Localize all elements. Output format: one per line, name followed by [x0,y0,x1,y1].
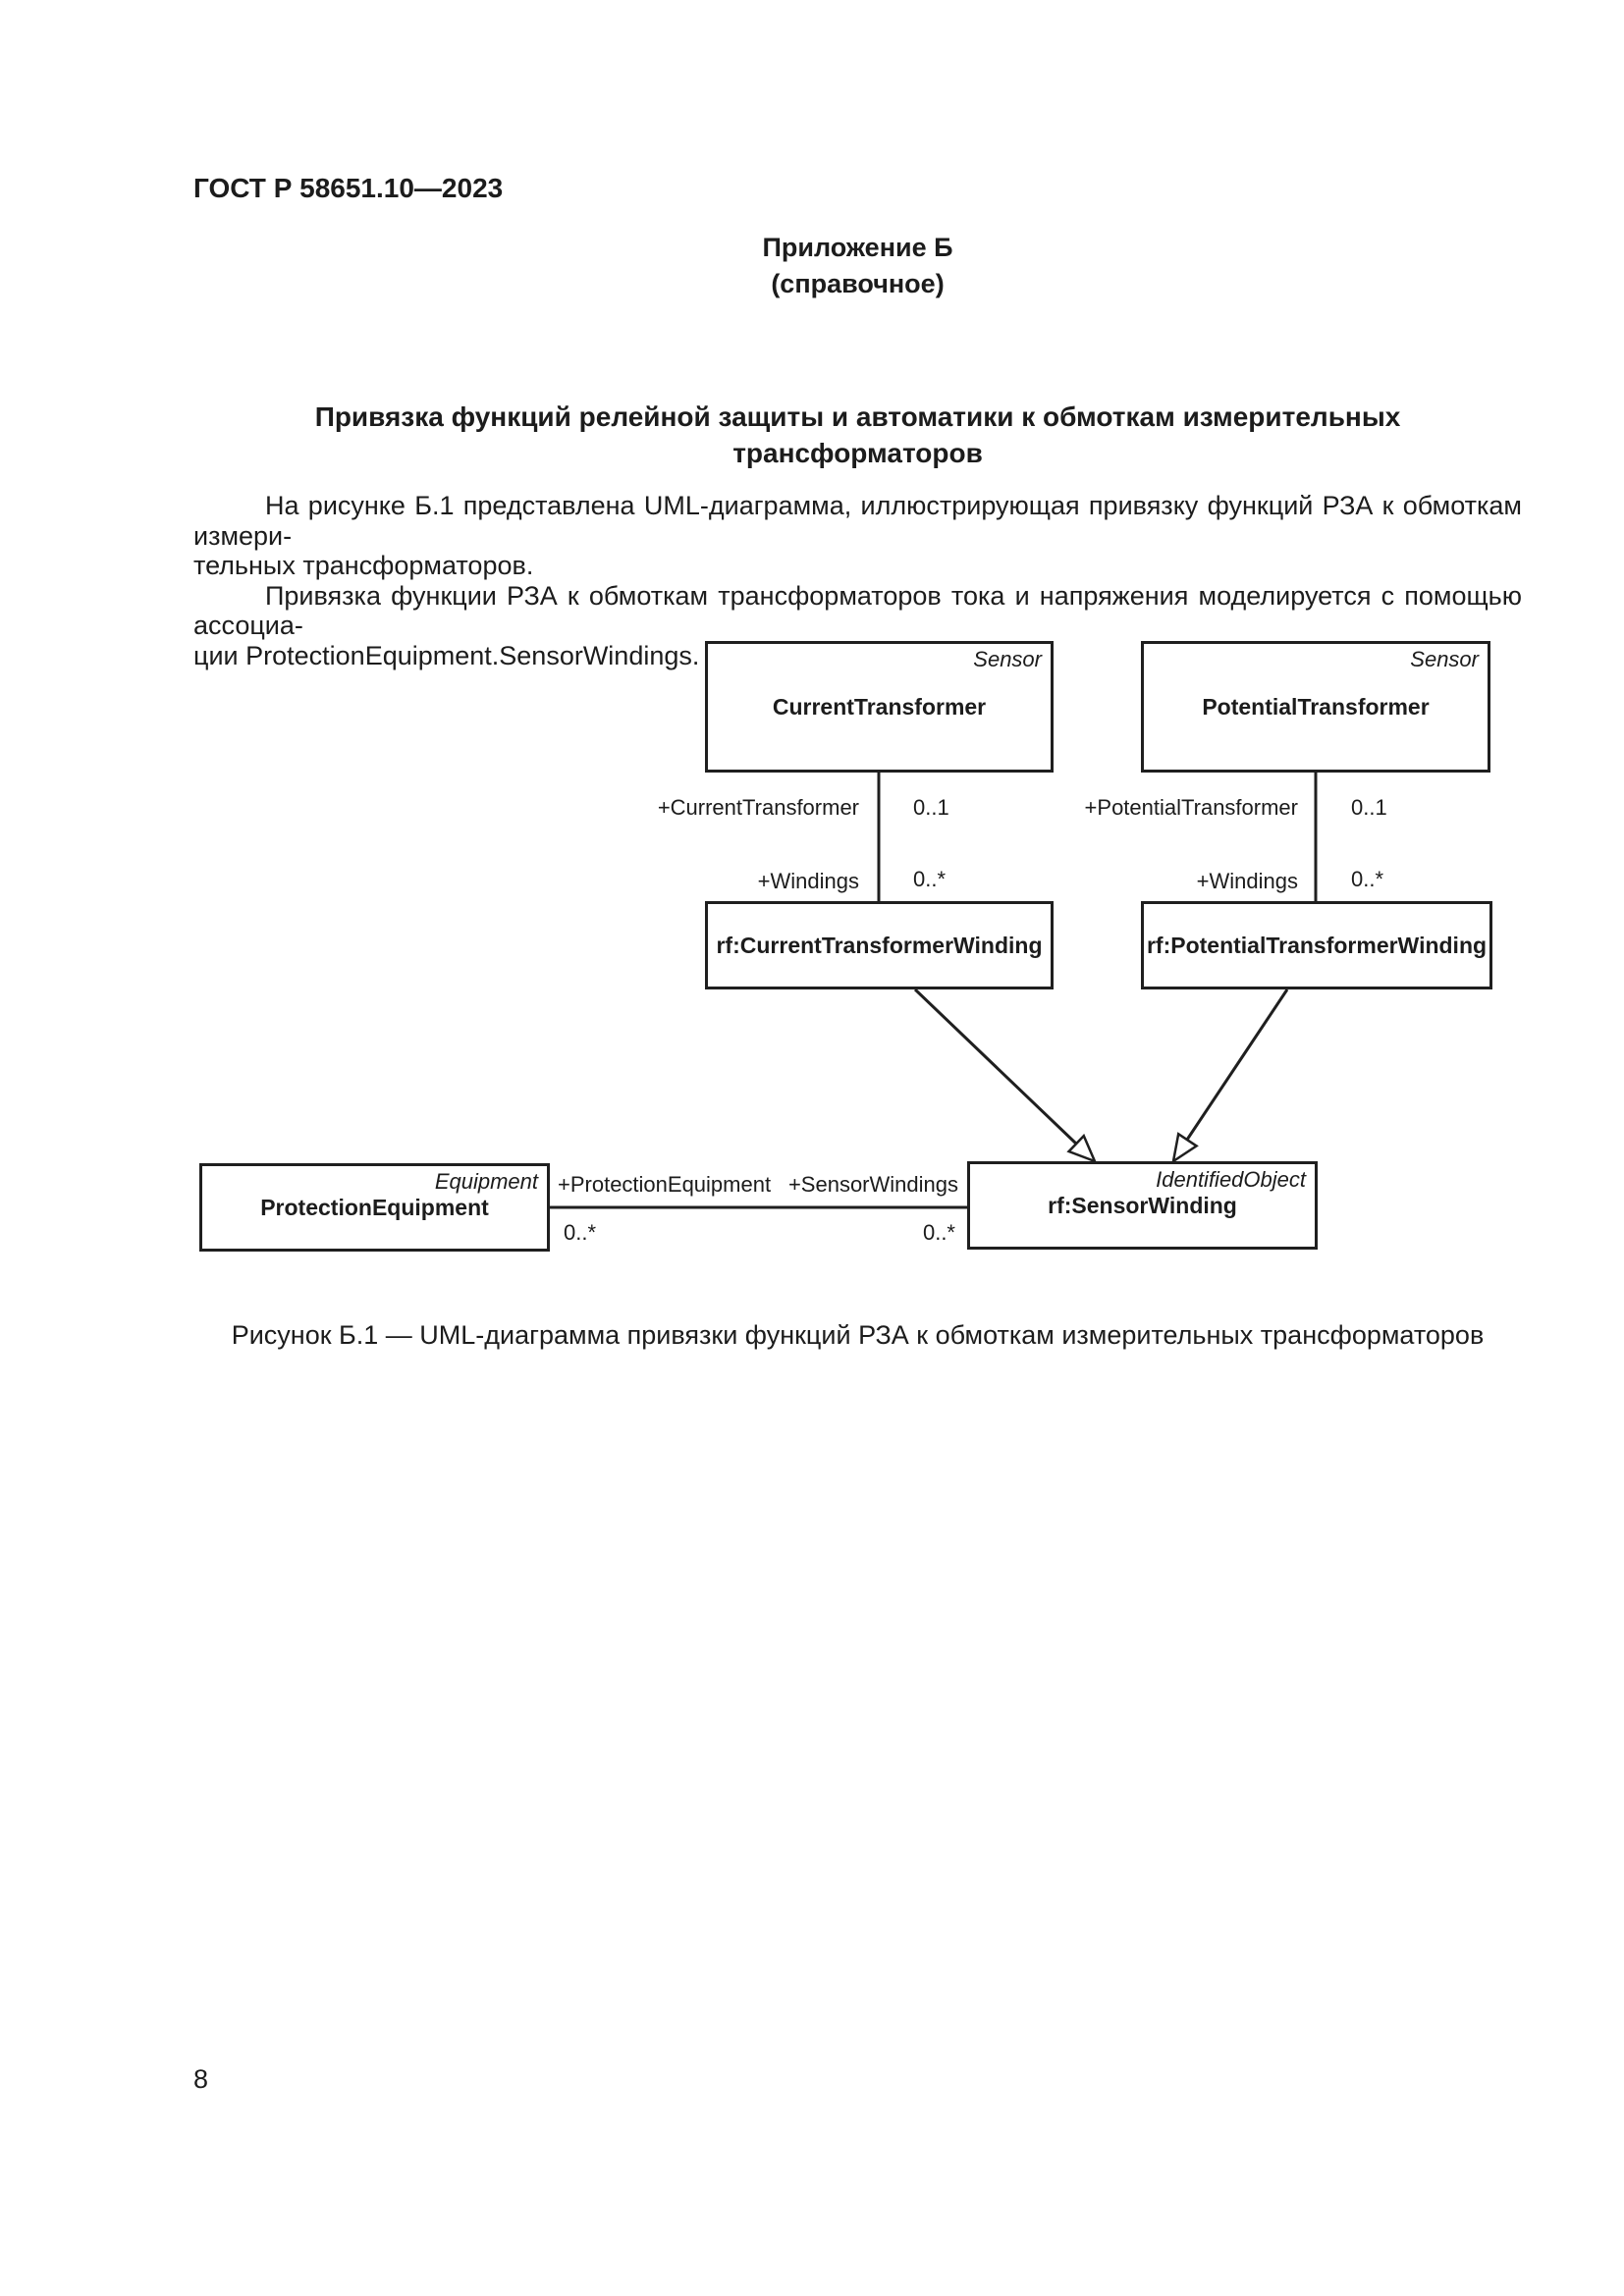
assoc-mult-pt-windings: 0..* [1351,867,1384,891]
uml-class-name: rf:PotentialTransformerWinding [1146,932,1488,958]
uml-class-potential-transformer: Sensor PotentialTransformer [1141,641,1490,773]
appendix-subtitle: (справочное) [771,269,945,298]
assoc-role-protection-equipment: +ProtectionEquipment [558,1172,772,1197]
uml-class-name: ProtectionEquipment [260,1194,489,1220]
generalization-arrowhead-left [1066,1133,1098,1164]
paragraph-2-line-2: ции ProtectionEquipment.SensorWindings. [193,640,700,670]
section-heading-line2: трансформаторов [732,438,983,468]
assoc-role-current-transformer: +CurrentTransformer [657,795,859,820]
uml-class-name: PotentialTransformer [1202,693,1430,720]
assoc-role-pt-windings: +Windings [1196,869,1298,893]
generalization-line-ct-winding [913,988,1078,1146]
uml-stereotype-label: IdentifiedObject [1156,1167,1306,1192]
uml-class-current-transformer: Sensor CurrentTransformer [705,641,1054,773]
section-heading: Привязка функций релейной защиты и автом… [193,399,1522,471]
generalization-line-pt-winding [1185,988,1289,1141]
appendix-title: Приложение Б [762,233,953,262]
generalization-arrowhead-right [1171,1132,1199,1164]
uml-class-sensor-winding: IdentifiedObject rf:SensorWinding [967,1161,1318,1250]
assoc-mult-sensor-windings: 0..* [922,1220,955,1245]
uml-stereotype-label: Sensor [973,647,1042,671]
assoc-role-sensor-windings: +SensorWindings [787,1172,958,1197]
uml-stereotype-label: Equipment [434,1169,538,1194]
assoc-mult-protection-equipment: 0..* [564,1220,597,1245]
assoc-role-ct-windings: +Windings [757,869,859,893]
assoc-mult-potential-transformer: 0..1 [1351,795,1387,820]
uml-class-name: rf:SensorWinding [1048,1192,1237,1218]
paragraph-1-line-2: тельных трансформаторов. [193,551,534,580]
uml-stereotype-label: Sensor [1410,647,1479,671]
body-text: На рисунке Б.1 представлена UML-диаграмм… [193,491,1522,670]
assoc-role-potential-transformer: +PotentialTransformer [1084,795,1298,820]
paragraph-1-line-1: На рисунке Б.1 представлена UML-диаграмм… [193,491,1522,551]
assoc-mult-ct-windings: 0..* [913,867,947,891]
page-number: 8 [193,2064,209,2094]
section-heading-line1: Привязка функций релейной защиты и автом… [314,401,1401,432]
document-code: ГОСТ Р 58651.10—2023 [193,173,504,203]
uml-class-current-transformer-winding: rf:CurrentTransformerWinding [705,901,1054,989]
assoc-mult-current-transformer: 0..1 [913,795,949,820]
uml-class-name: rf:CurrentTransformerWinding [716,932,1043,958]
figure-caption: Рисунок Б.1 — UML-диаграмма привязки фун… [231,1320,1485,1350]
uml-class-potential-transformer-winding: rf:PotentialTransformerWinding [1141,901,1492,989]
uml-class-name: CurrentTransformer [772,693,987,720]
paragraph-2-line-1: Привязка функции РЗА к обмоткам трансфор… [193,580,1522,641]
uml-class-protection-equipment: Equipment ProtectionEquipment [199,1163,550,1252]
